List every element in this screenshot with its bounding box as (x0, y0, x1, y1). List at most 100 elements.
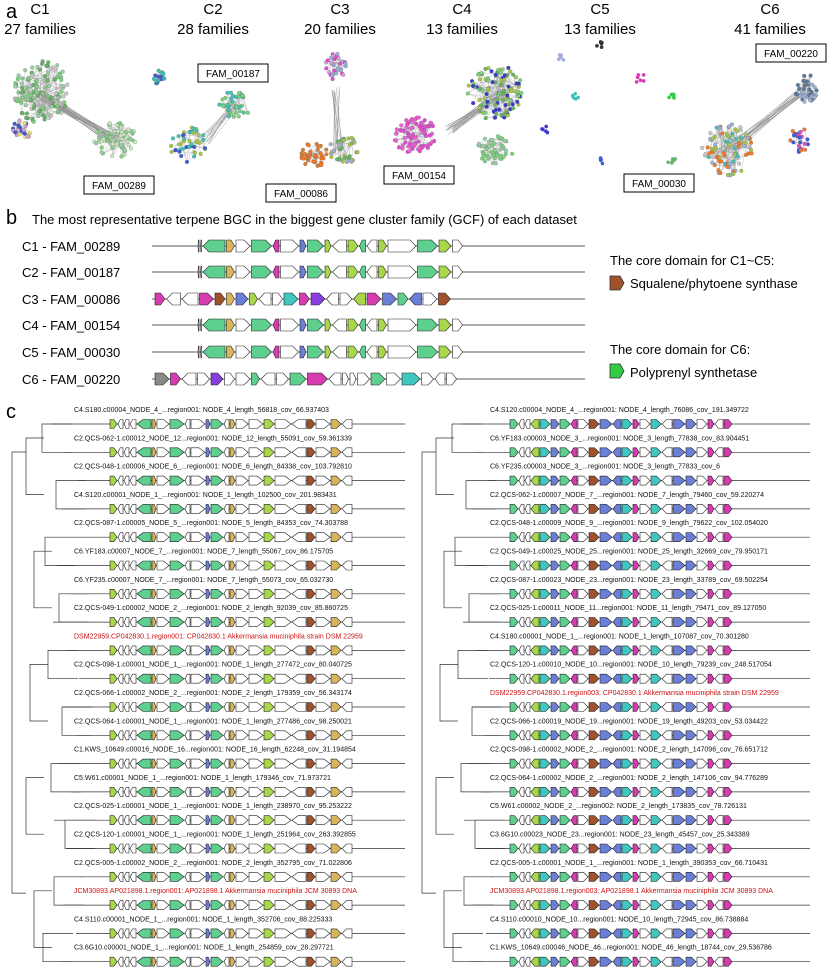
gene-1-9 (299, 239, 307, 253)
tree-right-gene-14-10 (588, 787, 600, 797)
tree-right-gene-3-22 (714, 475, 724, 486)
gene-2-4 (226, 265, 235, 279)
tree-left-gene-3-2 (117, 475, 124, 486)
tree-left-gene-10-20 (306, 673, 316, 684)
gene-6-22 (446, 372, 457, 386)
tree-left-gene-4-7 (156, 504, 170, 514)
tree-right-gene-7-14 (632, 589, 640, 599)
gene-4-13 (347, 318, 359, 332)
tree-right-gene-19-21 (707, 928, 715, 939)
tree-left-gene-14-5 (136, 787, 152, 797)
tree-left-gene-13-22 (330, 758, 342, 769)
tree-right-label-5: C2.QCS-048-1.c00009_NODE_9_...region001:… (490, 520, 768, 527)
tree-left-gene-16-15 (235, 843, 249, 854)
tree-left-gene-16-3 (123, 843, 130, 854)
tree-left-gene-10-9 (184, 673, 191, 684)
tree-left-gene-9-17 (263, 645, 275, 656)
tree-right-label-18: JCM30893.AP021898.1.region003: AP021898.… (490, 888, 773, 895)
tree-right-gene-7-3 (524, 589, 531, 599)
tree-left-gene-20-2 (117, 956, 124, 967)
tree-right-gene-12-6 (550, 730, 560, 741)
tree-left-gene-3-4 (129, 475, 137, 486)
tree-left-gene-10-19 (291, 673, 307, 684)
tree-right-gene-10-5 (539, 673, 551, 684)
tree-right-gene-1-5 (539, 419, 551, 429)
tree-left-gene-12-10 (190, 730, 206, 741)
tree-left-gene-5-20 (306, 532, 316, 542)
panel-a-label: a (6, 1, 18, 23)
tree-left-gene-2-1 (109, 447, 118, 458)
tree-left-gene-16-4 (129, 843, 137, 854)
tree-left-label-4: C4.S120.c00001_NODE_1_...region001: NODE… (74, 492, 337, 499)
tree-right-gene-5-20 (696, 532, 708, 542)
tree-right-gene-11-1 (509, 702, 519, 712)
tree-right-gene-18-23 (723, 900, 733, 910)
tree-right-gene-20-3 (524, 956, 531, 967)
tree-left-gene-12-3 (123, 730, 130, 741)
tree-right-gene-14-4 (530, 787, 540, 797)
bgc-row-label-6: C6 - FAM_00220 (22, 372, 120, 387)
tree-left-gene-12-23 (341, 730, 353, 741)
tree-right-branches (421, 423, 505, 963)
tree-left-gene-18-3 (123, 900, 130, 910)
tree-right-gene-9-13 (621, 645, 633, 656)
gene-1-5 (235, 239, 251, 253)
tree-left-gene-18-16 (248, 900, 264, 910)
tree-right-gene-20-20 (696, 956, 708, 967)
tree-left-gene-2-5 (136, 447, 152, 458)
tree-right-gene-16-5 (539, 843, 551, 854)
tree-left-gene-17-13 (223, 872, 230, 882)
gene-3-10 (272, 292, 283, 306)
tree-right-genes-3 (509, 475, 733, 486)
gene-4-9 (299, 318, 307, 332)
tree-left-gene-14-6 (151, 787, 157, 797)
tree-right-gene-9-21 (707, 645, 715, 656)
tree-right-gene-10-20 (696, 673, 708, 684)
cluster-families-1: 27 families (4, 21, 76, 38)
tree-right-gene-5-16 (650, 532, 662, 542)
gene-2-11 (324, 265, 332, 279)
tree-right-gene-8-23 (723, 617, 733, 627)
legend-item-squalene: Squalene/phytoene synthase (630, 276, 798, 291)
tree-right-gene-3-6 (550, 475, 560, 486)
tree-left-gene-18-5 (136, 900, 152, 910)
tree-left-gene-8-14 (229, 617, 236, 627)
bgc-row-label-4: C4 - FAM_00154 (22, 318, 120, 333)
network-c1-secondary (92, 121, 138, 159)
tree-right-gene-15-11 (599, 815, 613, 825)
tree-left-gene-20-10 (190, 956, 206, 967)
tree-left-gene-11-21 (315, 702, 331, 712)
gene-3-5 (214, 292, 226, 306)
tree-right-gene-20-4 (530, 956, 540, 967)
tree-left-gene-20-1 (109, 956, 118, 967)
gene-6-21 (434, 372, 446, 386)
gene-4-5 (235, 318, 251, 332)
gene-3-2 (166, 292, 181, 306)
tree-right-gene-19-10 (588, 928, 600, 939)
tree-left-gene-1-14 (229, 419, 236, 429)
tree-right-gene-17-22 (714, 872, 724, 882)
tree-left-gene-8-17 (263, 617, 275, 627)
tree-left-gene-7-23 (341, 589, 353, 599)
tree-left-gene-7-8 (169, 589, 185, 599)
tree-right-gene-6-18 (672, 560, 686, 571)
tree-right-gene-12-12 (612, 730, 622, 741)
tree-right-gene-15-12 (612, 815, 622, 825)
gene-5-15 (366, 345, 378, 359)
tree-right-gene-13-12 (612, 758, 622, 769)
tree-right-gene-18-4 (530, 900, 540, 910)
tree-left-gene-13-23 (341, 758, 353, 769)
tree-right-gene-8-5 (539, 617, 551, 627)
tree-left-gene-6-9 (184, 560, 191, 571)
gene-4-12 (332, 318, 347, 332)
gene-6-6 (224, 372, 235, 386)
tree-right-gene-3-5 (539, 475, 551, 486)
tree-left-gene-14-22 (330, 787, 342, 797)
tree-right-gene-16-23 (723, 843, 733, 854)
tree-right-gene-19-13 (621, 928, 633, 939)
tree-right-gene-4-7 (559, 504, 571, 514)
tree-left-gene-9-11 (205, 645, 211, 656)
tree-left-gene-15-21 (315, 815, 331, 825)
tree-right-gene-9-19 (685, 645, 697, 656)
tree-right-gene-20-11 (599, 956, 613, 967)
